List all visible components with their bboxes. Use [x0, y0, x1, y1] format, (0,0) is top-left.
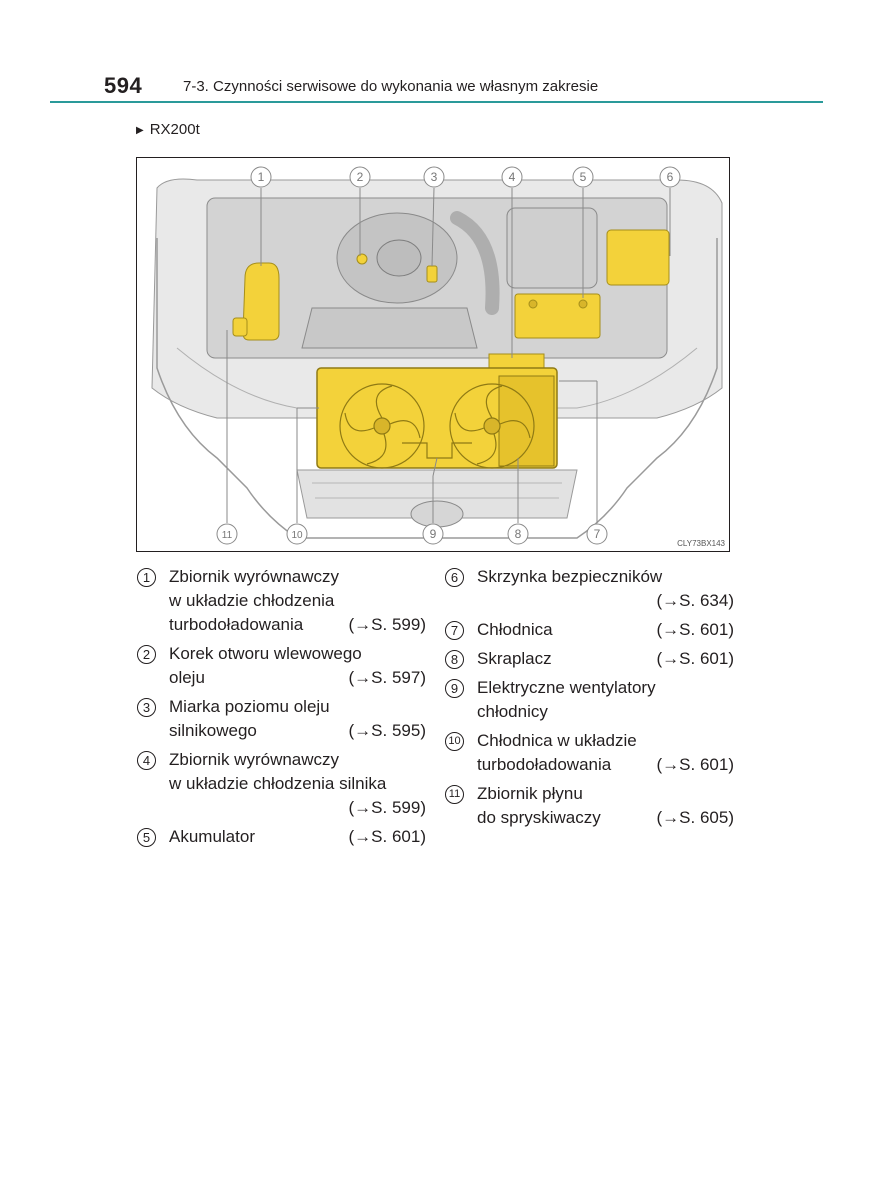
- legend-text: chłodnicy: [477, 702, 548, 721]
- legend-text: Zbiornik płynu: [477, 784, 583, 803]
- legend-item: 3 Miarka poziomu oleju silnikowego (→S. 5…: [136, 695, 426, 743]
- page-reference: (→S. 601): [348, 827, 426, 846]
- callout-11: 11: [222, 530, 233, 541]
- legend-item: 10 Chłodnica w układzie turbodoładowania…: [444, 729, 734, 777]
- legend-text: silnikowego: [169, 721, 257, 740]
- engine-bay-figure: 1 2 3 4 5 6 7 8 9 10 11 CLY73BX143: [136, 157, 730, 552]
- number-circle: 2: [137, 645, 156, 664]
- model-label: ▶ RX200t: [136, 121, 200, 138]
- legend-text: turbodoładowania: [169, 615, 304, 634]
- legend-text: turbodoładowania: [477, 755, 612, 774]
- callout-9: 9: [430, 527, 437, 541]
- callout-10: 10: [291, 530, 303, 541]
- callout-6: 6: [667, 170, 674, 184]
- callout-7: 7: [594, 527, 601, 541]
- callout-2: 2: [357, 170, 364, 184]
- number-circle: 10: [445, 732, 464, 751]
- legend-text: Skraplacz: [477, 649, 552, 668]
- legend-text: oleju: [169, 668, 205, 687]
- page-reference: (→S. 605): [656, 808, 734, 827]
- page-reference: (→S. 597): [348, 668, 426, 687]
- callout-8: 8: [515, 527, 522, 541]
- legend-item: 1 Zbiornik wyrównawczy w układzie chłodz…: [136, 565, 426, 637]
- page-reference: (→S. 601): [656, 620, 734, 639]
- number-circle: 6: [445, 568, 464, 587]
- legend-text: Korek otworu wlewowego: [169, 644, 362, 663]
- callout-3: 3: [431, 170, 438, 184]
- legend-item: 6 Skrzynka bezpieczników (→S. 634): [444, 565, 734, 613]
- page-reference: (→S. 599): [348, 798, 426, 817]
- legend-text: w układzie chłodzenia silnika: [169, 774, 387, 793]
- legend-item: 5 Akumulator (→S. 601): [136, 825, 426, 849]
- page-reference: (→S. 595): [348, 721, 426, 740]
- number-circle: 5: [137, 828, 156, 847]
- legend-column-right: 6 Skrzynka bezpieczników (→S. 634) 7 Chł…: [444, 565, 734, 835]
- legend-item: 9 Elektryczne wentylatory chłodnicy: [444, 676, 734, 724]
- legend-text: Zbiornik wyrównawczy: [169, 750, 340, 769]
- legend-text: Miarka poziomu oleju: [169, 697, 330, 716]
- page-reference: (→S. 601): [656, 649, 734, 668]
- page-reference: (→S. 599): [348, 615, 426, 634]
- legend-text: Chłodnica w układzie: [477, 731, 637, 750]
- legend-item: 4 Zbiornik wyrównawczy w układzie chłodz…: [136, 748, 426, 820]
- legend-text: Akumulator: [169, 827, 255, 846]
- triangle-bullet-icon: ▶: [136, 125, 144, 136]
- header-rule: [50, 101, 823, 103]
- engine-bay-illustration: 1 2 3 4 5 6 7 8 9 10 11: [151, 166, 723, 545]
- number-circle: 1: [137, 568, 156, 587]
- number-circle: 8: [445, 650, 464, 669]
- page-reference: (→S. 634): [656, 591, 734, 610]
- legend-column-left: 1 Zbiornik wyrównawczy w układzie chłodz…: [136, 565, 426, 854]
- number-circle: 11: [445, 785, 464, 804]
- legend-text: w układzie chłodzenia: [169, 591, 335, 610]
- page-reference: (→S. 601): [656, 755, 734, 774]
- figure-code: CLY73BX143: [677, 539, 725, 548]
- number-circle: 4: [137, 751, 156, 770]
- number-circle: 7: [445, 621, 464, 640]
- legend-item: 11 Zbiornik płynu do spryskiwaczy (→S. 60…: [444, 782, 734, 830]
- number-circle: 3: [137, 698, 156, 717]
- number-circle: 9: [445, 679, 464, 698]
- callout-1: 1: [258, 170, 265, 184]
- legend-text: do spryskiwaczy: [477, 808, 601, 827]
- legend-text: Zbiornik wyrównawczy: [169, 567, 340, 586]
- page-number: 594: [104, 73, 143, 98]
- legend-item: 8 Skraplacz (→S. 601): [444, 647, 734, 671]
- legend-text: Elektryczne wentylatory: [477, 678, 656, 697]
- callout-5: 5: [580, 170, 587, 184]
- section-title: 7-3. Czynności serwisowe do wykonania we…: [183, 78, 599, 95]
- legend-text: Skrzynka bezpieczników: [477, 567, 663, 586]
- legend-item: 7 Chłodnica (→S. 601): [444, 618, 734, 642]
- legend-text: Chłodnica: [477, 620, 553, 639]
- legend-item: 2 Korek otworu wlewowego oleju (→S. 597): [136, 642, 426, 690]
- callout-4: 4: [509, 170, 516, 184]
- model-label-text: RX200t: [149, 121, 200, 138]
